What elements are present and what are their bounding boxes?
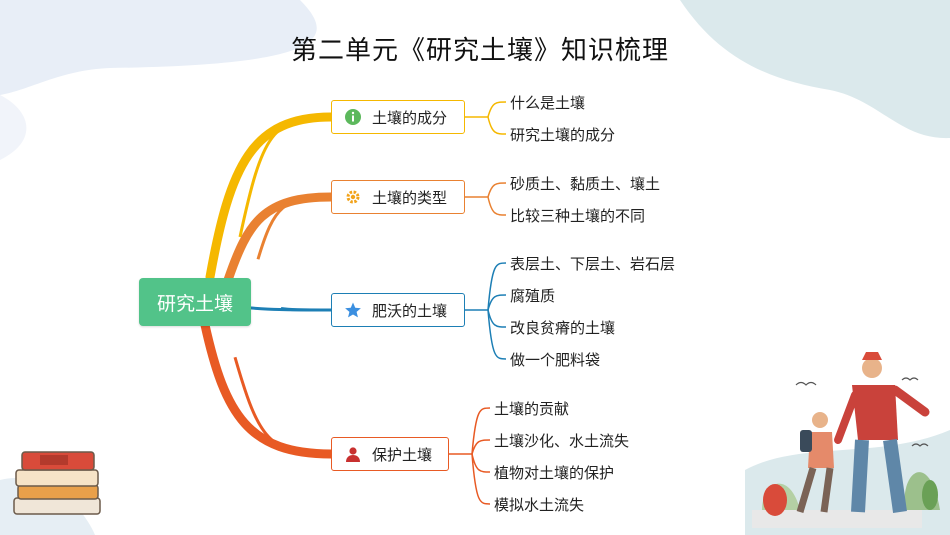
leaf-item[interactable]: 什么是土壤 [510,94,586,112]
branch-node-4[interactable]: 保护土壤 [331,437,449,471]
hikers-illustration [752,352,940,528]
leaf-item[interactable]: 模拟水土流失 [494,496,585,514]
leaf-connector [487,309,507,328]
leaf-item[interactable]: 植物对土壤的保护 [494,464,615,482]
branch-node-2[interactable]: 土壤的类型 [331,180,465,214]
leaf-connector [471,453,491,505]
branch-label: 土壤的类型 [372,188,448,207]
leaf-item[interactable]: 土壤的贡献 [494,400,570,418]
leaf-connector [471,453,491,473]
leaf-item[interactable]: 砂质土、黏质土、壤土 [510,175,661,193]
page-title: 第二单元《研究土壤》知识梳理 [290,36,669,66]
leaf-connector [471,407,491,455]
star-icon [344,301,362,319]
branch-curve-tip-1 [238,115,332,238]
branch-node-3[interactable]: 肥沃的土壤 [331,293,465,327]
leaf-item[interactable]: 土壤沙化、水土流失 [494,432,630,450]
background-blob-right [680,0,950,139]
branch-label: 肥沃的土壤 [372,301,448,320]
leaf-item[interactable]: 研究土壤的成分 [510,126,616,144]
gear-icon [344,188,362,206]
leaf-connector [487,309,507,360]
leaf-connector [487,262,507,311]
info-icon [344,108,362,126]
leaf-connector [487,294,507,311]
leaf-item[interactable]: 腐殖质 [510,287,556,305]
leaf-connector [487,182,507,198]
leaf-connector [487,116,507,135]
leaf-item[interactable]: 比较三种土壤的不同 [510,207,646,225]
central-node[interactable]: 研究土壤 [139,278,251,326]
branch-label: 土壤的成分 [372,108,448,127]
branch-curves [200,112,336,459]
branch-curve-tip-4 [233,356,332,456]
leaf-item[interactable]: 表层土、下层土、岩石层 [510,255,676,273]
leaf-connectors [449,101,507,505]
leaf-connector [487,196,507,216]
branch-curve-tip-3 [280,307,332,312]
branch-node-1[interactable]: 土壤的成分 [331,100,465,134]
leaf-item[interactable]: 改良贫瘠的土壤 [510,319,616,337]
leaf-item[interactable]: 做一个肥料袋 [510,351,601,369]
background-blob-left-lower [0,95,27,160]
books-illustration [13,451,101,515]
background-blob-left [0,0,317,95]
person-icon [344,445,362,463]
branch-label: 保护土壤 [372,445,433,464]
leaf-connector [471,439,491,455]
branch-curve-tip-2 [256,195,332,260]
leaf-connector [487,101,507,118]
